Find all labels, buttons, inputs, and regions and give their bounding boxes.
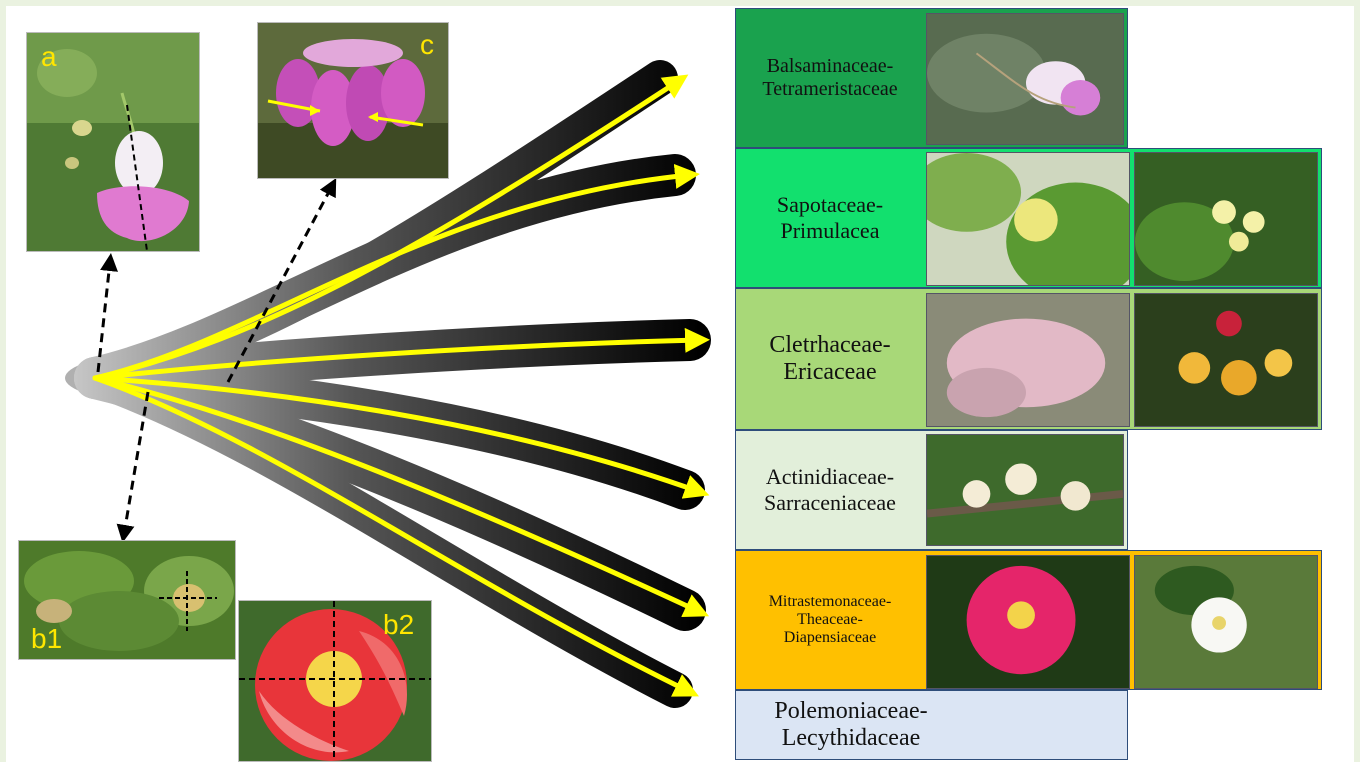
clade-label: Mitrastemonaceae-Theaceae-Diapensiaceae bbox=[736, 551, 924, 689]
clade-row-actinidiaceae: Actinidiaceae-Sarraceniaceae bbox=[735, 430, 1128, 550]
photo-b1: b1 bbox=[18, 540, 236, 660]
clade-row-cletrhaceae: Cletrhaceae-Ericaceae bbox=[735, 288, 1322, 430]
clade-row-sapotaceae: Sapotaceae-Primulacea bbox=[735, 148, 1322, 288]
photo-actinidiaceae bbox=[926, 434, 1124, 546]
photo-primulacea bbox=[1134, 152, 1318, 286]
photo-label-b1: b1 bbox=[31, 625, 62, 653]
photo-cletrhaceae bbox=[926, 293, 1130, 427]
clade-row-balsaminaceae: Balsaminaceae-Tetrameristaceae bbox=[735, 8, 1128, 148]
photo-theaceae-2 bbox=[1134, 555, 1318, 689]
clade-row-mitrastemonaceae: Mitrastemonaceae-Theaceae-Diapensiaceae bbox=[735, 550, 1322, 690]
photo-label-b2: b2 bbox=[383, 611, 414, 639]
clade-label: Actinidiaceae-Sarraceniaceae bbox=[736, 431, 924, 549]
photo-theaceae-1 bbox=[926, 555, 1130, 689]
photo-balsaminaceae bbox=[926, 13, 1124, 145]
clade-row-polemoniaceae: Polemoniaceae-Lecythidaceae bbox=[735, 690, 1128, 760]
clade-label: Balsaminaceae-Tetrameristaceae bbox=[736, 9, 924, 147]
clade-label: Cletrhaceae-Ericaceae bbox=[736, 289, 924, 429]
photo-sapotaceae-1 bbox=[926, 152, 1130, 286]
photo-label-c: c bbox=[420, 31, 434, 59]
clade-label: Sapotaceae-Primulacea bbox=[736, 149, 924, 287]
photo-a: a bbox=[26, 32, 200, 252]
photo-c: c bbox=[257, 22, 449, 179]
photo-b2: b2 bbox=[238, 600, 432, 762]
photo-label-a: a bbox=[41, 43, 57, 71]
photo-ericaceae bbox=[1134, 293, 1318, 427]
clade-label: Polemoniaceae-Lecythidaceae bbox=[736, 691, 966, 759]
